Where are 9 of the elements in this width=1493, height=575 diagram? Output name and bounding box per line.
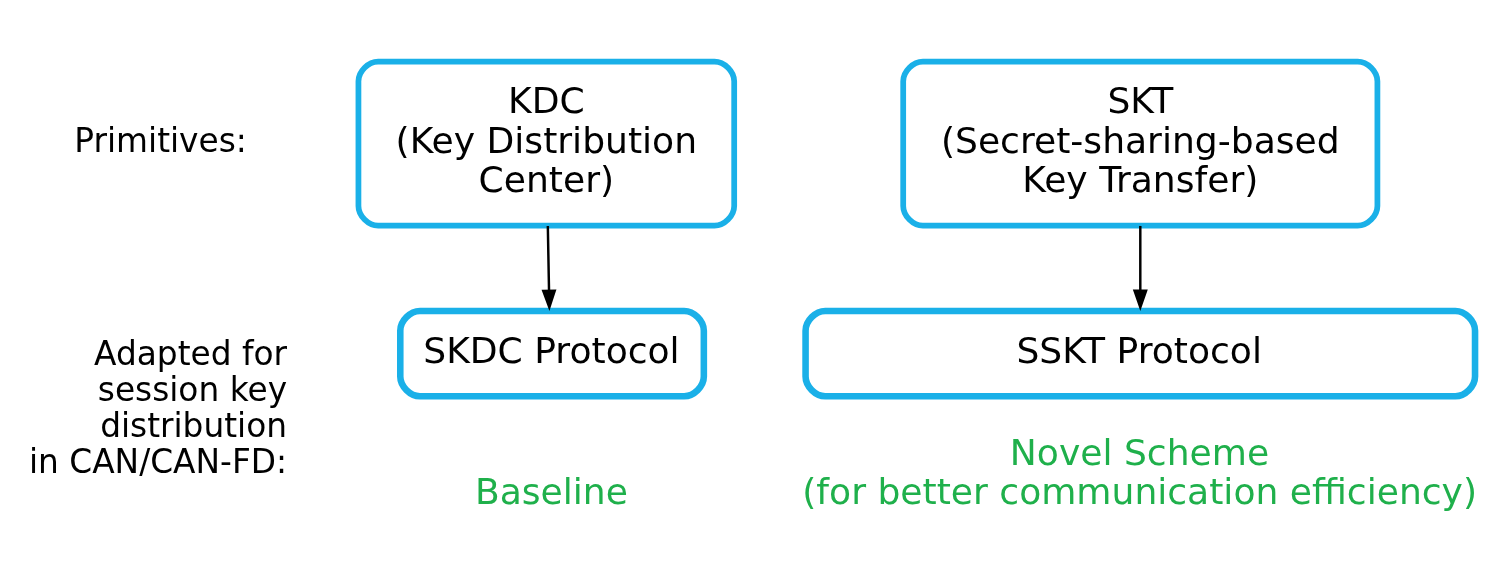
arrow: [1132, 225, 1148, 311]
node-box: KDC (Key Distribution Center): [355, 58, 738, 228]
label: Adapted for session key distribution in CAN/CAN-FD:: [28, 334, 288, 481]
node-label: Baseline: [474, 470, 628, 513]
node-box: SKDC Protocol: [397, 307, 708, 400]
node-box: SSKT Protocol: [802, 307, 1479, 400]
node-box: SKT (Secret-sharing-based Key Transfer): [900, 58, 1381, 228]
arrow: [541, 225, 557, 311]
label: Primitives:: [74, 121, 247, 160]
